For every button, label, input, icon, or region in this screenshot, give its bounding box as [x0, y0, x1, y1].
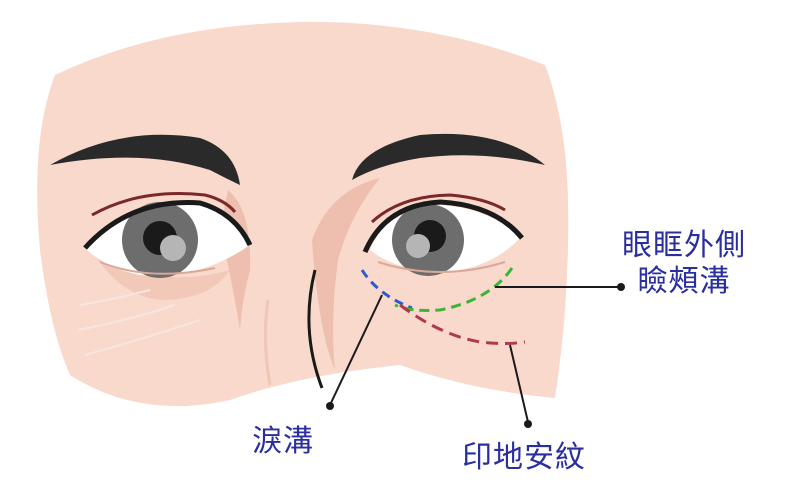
- nose-line: [307, 269, 324, 389]
- right-eyebrow: [352, 133, 545, 180]
- tear-trough-dashed-line: [360, 269, 413, 310]
- wrinkle-line: [79, 289, 151, 306]
- right-lid-crease: [370, 193, 506, 224]
- left-highlight: [160, 235, 186, 261]
- nose-bridge-line: [263, 299, 272, 386]
- indian-line-label: 印地安紋: [462, 440, 586, 475]
- lateral-groove-label-line-1: 眼眶外側: [622, 228, 746, 263]
- nose-shadow: [312, 178, 380, 370]
- wrinkle-line: [77, 304, 176, 331]
- right-upper-lid: [362, 199, 524, 253]
- left-eyebrow: [50, 134, 240, 185]
- right-lower-lid: [377, 261, 506, 273]
- left-lower-lid: [99, 261, 216, 275]
- lateral-groove-label: 眼眶外側 瞼頰溝: [622, 228, 746, 300]
- lateral-leader-dot: [617, 283, 625, 291]
- wrinkle-line: [84, 319, 201, 356]
- tear-trough-label: 淚溝: [252, 424, 314, 459]
- indian-line-leader-dot: [524, 420, 532, 428]
- left-lid-crease: [91, 192, 237, 217]
- left-upper-lid: [83, 200, 253, 250]
- indian-line-leader-line: [509, 344, 529, 423]
- indian-line-dashed-line: [399, 303, 526, 345]
- lateral-groove-label-line-2: 瞼頰溝: [637, 264, 731, 299]
- tear-trough-leader-line: [329, 294, 383, 406]
- right-highlight: [406, 234, 430, 258]
- tear-trough-leader-dot: [326, 402, 334, 410]
